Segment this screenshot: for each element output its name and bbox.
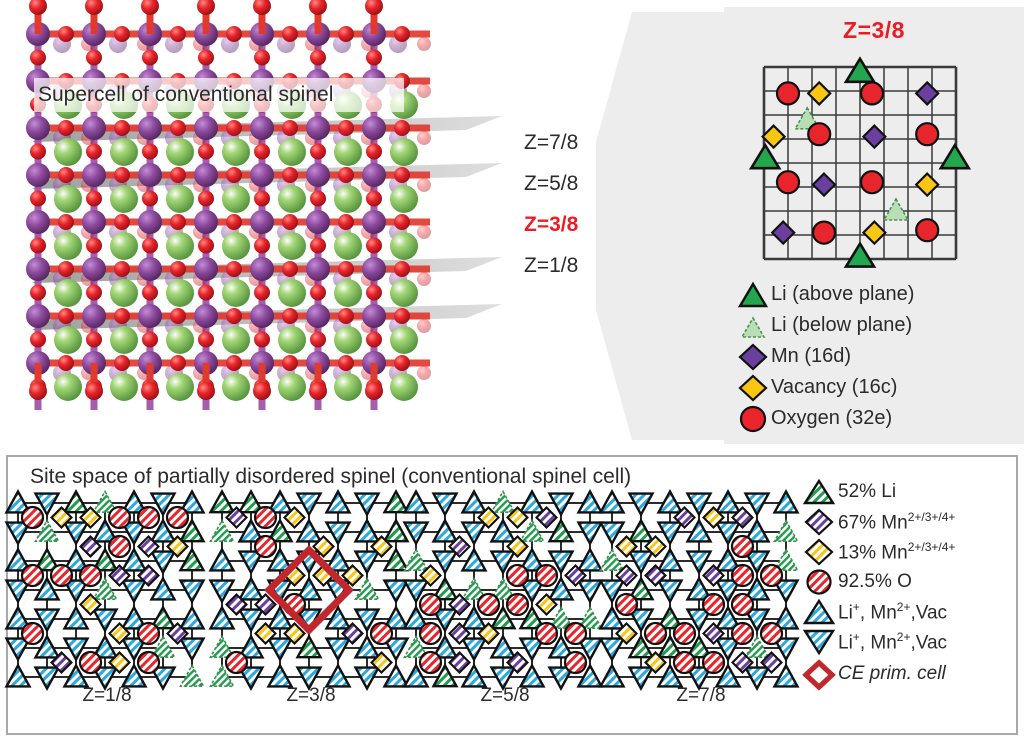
plane-label-z58: Z=5/8 [524, 172, 579, 195]
legend-label-mn-13: 13% Mn2+/3+/4+ [838, 539, 956, 564]
triangle-up-hatch-blue-icon [802, 598, 836, 625]
crystal-structure-panel: Supercell of conventional spinel Z=7/8 Z… [0, 0, 640, 452]
legend-item-li-52: 52% Li [802, 477, 1022, 507]
legend-label-site-down: Li+, Mn2+,Vac [838, 629, 948, 654]
structure-title: Supercell of conventional spinel [38, 83, 334, 106]
z38-site-grid [748, 56, 972, 268]
legend-item-ce-cell: CE prim. cell [802, 657, 1022, 691]
legend-item-o-925: 92.5% O [802, 567, 1022, 597]
legend-label-li-above: Li (above plane) [771, 283, 915, 305]
diamond-hatch-purple-icon [804, 508, 834, 536]
legend-item-site-up: Li+, Mn2+,Vac [802, 597, 1022, 627]
site-grid-caption-z38: Z=3/8 [286, 685, 336, 706]
diamond-gold-icon [738, 374, 768, 401]
site-space-panel: Site space of partially disordered spine… [0, 457, 1024, 737]
structure-title-backdrop: Supercell of conventional spinel [34, 78, 404, 112]
site-space-legend: 52% Li 67% Mn2+/3+/4+ 13% Mn2+/3+/4+ 92.… [802, 477, 1022, 691]
legend-label-vacancy16c: Vacancy (16c) [771, 376, 898, 398]
legend-label-li-below: Li (below plane) [771, 314, 913, 336]
site-grid-caption-z58: Z=5/8 [480, 685, 530, 706]
site-grid-z18 [4, 489, 206, 691]
legend-label-li-52: 52% Li [838, 481, 897, 502]
z38-detail-panel: Z=3/8 Li (above plane) Li (below plane) … [724, 7, 1024, 444]
legend-label-o-925: 92.5% O [838, 571, 912, 592]
diamond-purple-icon [738, 343, 768, 370]
detail-panel-title: Z=3/8 [843, 17, 905, 43]
legend-label-ce-cell: CE prim. cell [838, 663, 946, 684]
triangle-up-lightgreen-icon [740, 315, 766, 338]
site-grid-caption-z78: Z=7/8 [676, 685, 726, 706]
callout-wedge-arrow [596, 12, 736, 440]
site-grid-z78 [598, 489, 800, 691]
site-grid-z58 [402, 489, 604, 691]
legend-label-mn-67: 67% Mn2+/3+/4+ [838, 509, 956, 534]
triangle-up-hatch-green-icon [802, 478, 836, 505]
legend-item-oxygen32e: Oxygen (32e) [736, 403, 1024, 434]
legend-item-mn16d: Mn (16d) [736, 341, 1024, 372]
site-grid-z38 [208, 489, 410, 691]
panel-divider [6, 455, 1018, 457]
detail-legend: Li (above plane) Li (below plane) Mn (16… [736, 279, 1024, 434]
plane-label-z38: Z=3/8 [524, 213, 579, 236]
triangle-down-hatch-blue-icon [802, 629, 836, 656]
legend-item-mn-67: 67% Mn2+/3+/4+ [802, 507, 1022, 537]
legend-item-li-below: Li (below plane) [736, 310, 1024, 341]
plane-label-z78: Z=7/8 [524, 131, 579, 154]
site-grid-caption-z18: Z=1/8 [82, 685, 132, 706]
diamond-hatch-gold-icon [804, 538, 834, 566]
plane-label-z18: Z=1/8 [524, 254, 579, 277]
legend-item-li-above: Li (above plane) [736, 279, 1024, 310]
legend-item-vacancy16c: Vacancy (16c) [736, 372, 1024, 403]
circle-hatch-red-icon [806, 569, 832, 595]
site-space-title: Site space of partially disordered spine… [30, 465, 632, 488]
diamond-outline-red-icon [802, 659, 836, 691]
legend-label-site-up: Li+, Mn2+,Vac [838, 599, 948, 624]
legend-item-mn-13: 13% Mn2+/3+/4+ [802, 537, 1022, 567]
triangle-up-green-icon [737, 281, 769, 307]
bottom-panel-frame [6, 455, 1018, 735]
legend-item-site-down: Li+, Mn2+,Vac [802, 627, 1022, 657]
crystal-structure-rendering [26, 0, 502, 410]
legend-label-oxygen32e: Oxygen (32e) [771, 407, 893, 429]
legend-label-mn16d: Mn (16d) [771, 345, 852, 367]
circle-red-icon [739, 405, 767, 432]
